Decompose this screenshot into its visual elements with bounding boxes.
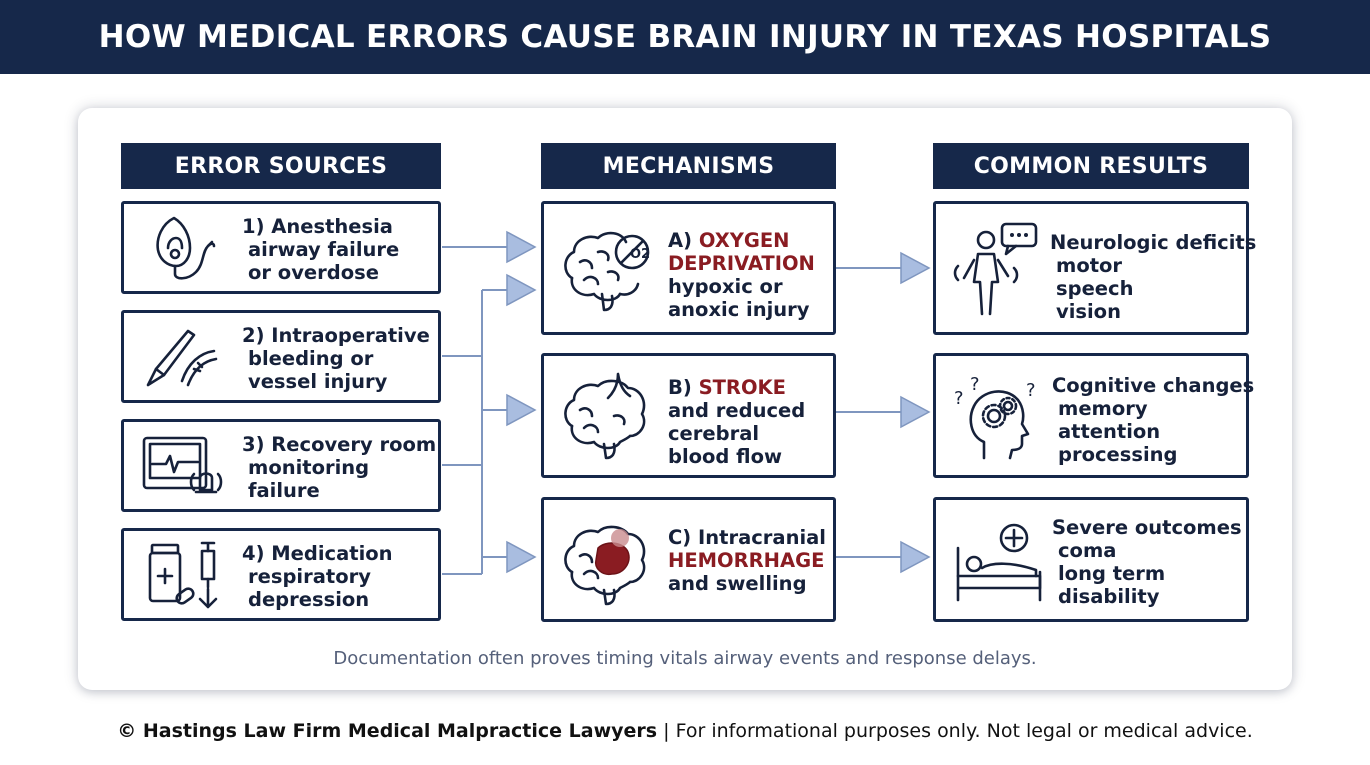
mechanism-label-stroke: B) STROKE and reduced cerebral blood flo… [668,376,806,468]
source-label-recovery-room: 3) Recovery room monitoring failure [242,433,437,502]
arrow-head [506,230,537,264]
medication-syringe-icon [148,541,218,609]
svg-text:?: ? [970,374,980,395]
source-box-recovery-room: 3) Recovery room monitoring failure [121,419,441,512]
documentation-note: Documentation often proves timing vitals… [333,648,1037,669]
anesthesia-mask-icon [156,216,216,280]
column-header-error-sources: ERROR SOURCES [121,143,441,189]
arrow-head [506,540,537,574]
source-box-medication: 4) Medication respiratory depression [121,528,441,621]
arrow-head [900,540,931,574]
copyright-disclaimer: | For informational purposes only. Not l… [657,720,1253,742]
brain-no-oxygen-icon: O2 [564,231,650,312]
brain-vessel-icon [564,372,646,460]
copyright-line: © Hastings Law Firm Medical Malpractice … [0,720,1370,742]
source-box-anesthesia: 1) Anesthesia airway failure or overdose [121,201,441,294]
copyright-firm: © Hastings Law Firm Medical Malpractice … [117,720,658,742]
arrow-head [506,393,537,427]
result-label-cognitive: Cognitive changes memory attention proce… [1052,374,1255,466]
source-box-intraoperative: 2) Intraoperative bleeding or vessel inj… [121,310,441,403]
column-header-common-results: COMMON RESULTS [933,143,1249,189]
mechanism-label-hemorrhage: C) Intracranial HEMORRHAGE and swelling [668,526,826,595]
svg-text:?: ? [954,388,964,409]
source-label-medication: 4) Medication respiratory depression [242,542,393,611]
arrow-head [900,395,931,429]
hospital-bed-icon [956,523,1042,602]
person-speech-icon [953,222,1038,316]
arrow-head [506,273,537,307]
result-label-neurologic: Neurologic deficits motor speech vision [1050,231,1257,323]
monitor-alarm-icon [142,436,223,494]
arrow-head [900,251,931,285]
result-box-severe: Severe outcomes coma long term disabilit… [933,497,1249,622]
mechanism-box-hemorrhage: C) Intracranial HEMORRHAGE and swelling [541,497,836,622]
mechanism-label-oxygen-deprivation: A) OXYGEN DEPRIVATION hypoxic or anoxic … [668,229,815,321]
source-label-intraoperative: 2) Intraoperative bleeding or vessel inj… [242,324,430,393]
head-gears-icon: ? ? ? [954,374,1036,460]
svg-text:?: ? [1026,380,1036,401]
result-box-neurologic: Neurologic deficits motor speech vision [933,201,1256,335]
svg-text:O2: O2 [630,247,650,262]
column-header-mechanisms: MECHANISMS [541,143,836,189]
mechanism-box-stroke: B) STROKE and reduced cerebral blood flo… [541,353,836,478]
page-title: HOW MEDICAL ERRORS CAUSE BRAIN INJURY IN… [98,19,1272,55]
title-banner: HOW MEDICAL ERRORS CAUSE BRAIN INJURY IN… [0,0,1370,74]
mechanism-box-oxygen-deprivation: O2 A) OXYGEN DEPRIVATION hypoxic or anox… [541,201,836,335]
result-label-severe: Severe outcomes coma long term disabilit… [1052,516,1242,608]
source-label-anesthesia: 1) Anesthesia airway failure or overdose [242,215,400,284]
result-box-cognitive: ? ? ? Cognitive changes memory attention… [933,353,1254,478]
scalpel-icon [146,329,218,387]
brain-hemorrhage-icon [564,525,646,606]
